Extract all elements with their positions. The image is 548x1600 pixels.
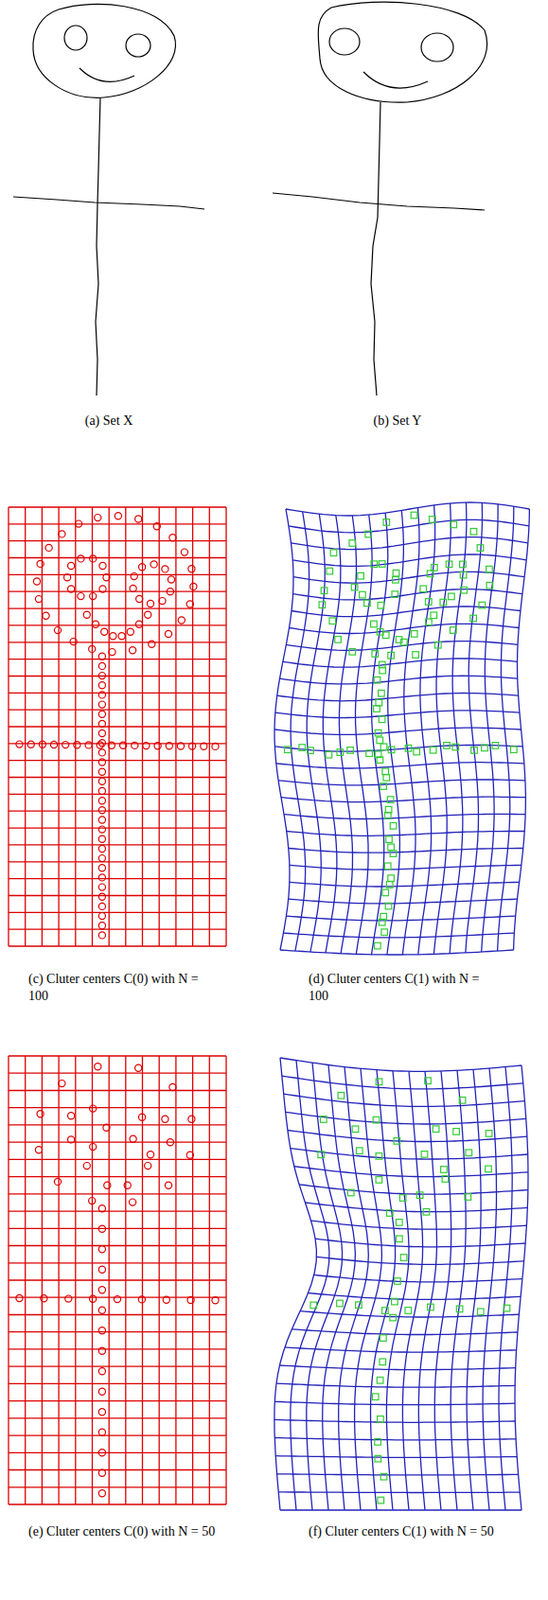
subfigure-caption: (d) Cluter centers C(1) with N = 100 — [308, 971, 498, 1006]
cluster-centers — [310, 1078, 511, 1504]
subfigure-caption: (a) Set X — [52, 412, 166, 430]
cluster-centers — [16, 512, 219, 939]
grid-panel — [274, 1058, 529, 1511]
grid-panel — [8, 507, 227, 947]
grid-panel — [8, 1056, 227, 1505]
subfigure-caption: (b) Set Y — [340, 412, 455, 430]
subfigure-caption: (c) Cluter centers C(0) with N = 100 — [28, 971, 209, 1006]
set-y-sketch — [272, 1, 488, 396]
set-x-sketch — [13, 3, 205, 396]
cluster-centers — [16, 1063, 219, 1498]
cluster-centers — [284, 512, 518, 950]
subfigure-caption: (f) Cluter centers C(1) with N = 50 — [308, 1523, 498, 1541]
subfigure-caption: (e) Cluter centers C(0) with N = 50 — [28, 1523, 218, 1541]
grid-panel — [274, 502, 530, 955]
